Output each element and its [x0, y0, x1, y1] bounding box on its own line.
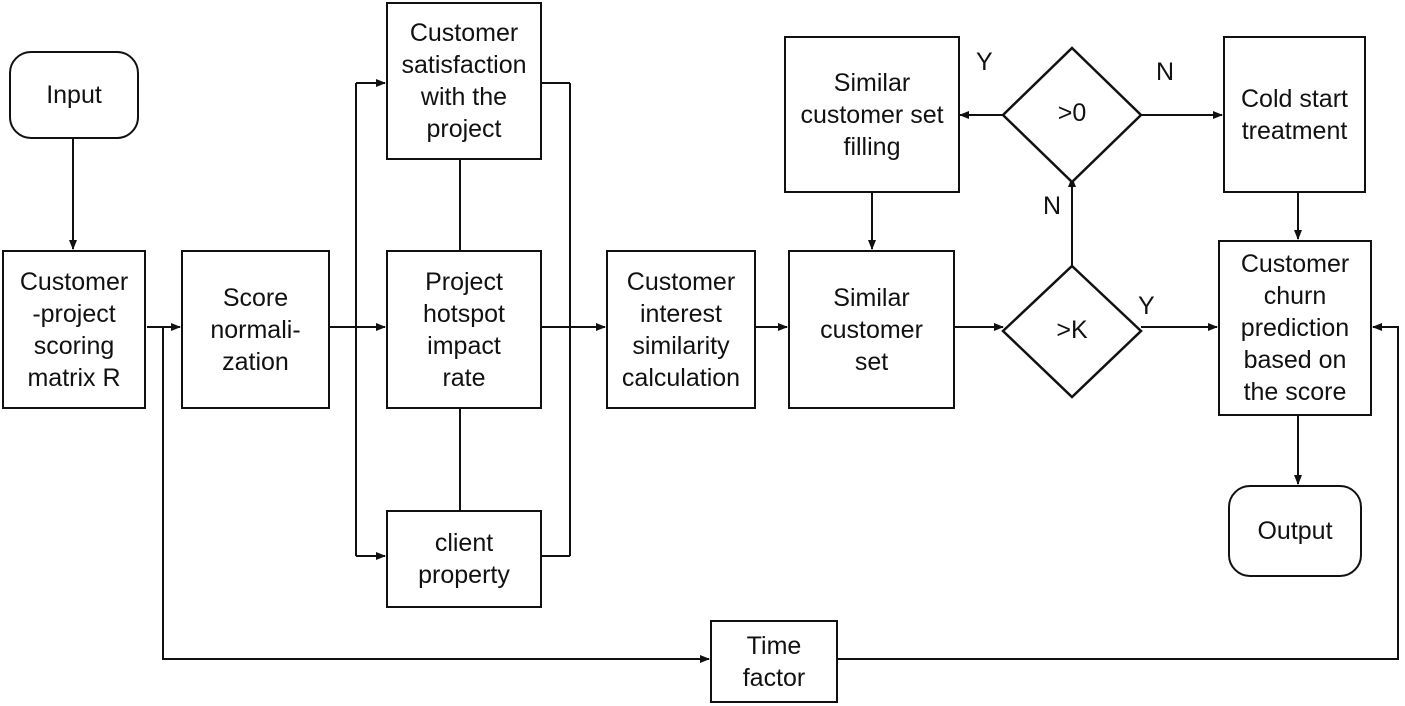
similar-customer-set-filling-node: Similar customer set filling — [784, 36, 960, 193]
edge-time-factor-to-churn — [838, 323, 1399, 660]
decision-gt-k-label: >K — [1056, 316, 1088, 344]
similar-customer-set-filling-label: Similar customer set filling — [800, 68, 944, 161]
time-factor-node: Time factor — [710, 620, 838, 703]
score-normalization-node: Score normali- zation — [181, 250, 330, 409]
project-hotspot-impact-rate-node: Project hotspot impact rate — [386, 250, 542, 409]
customer-satisfaction-label: Customer satisfaction with the project — [401, 19, 527, 143]
customer-interest-similarity-label: Customer interest similarity calculation — [621, 267, 741, 392]
customer-project-scoring-matrix-node: Customer -project scoring matrix R — [2, 250, 146, 409]
input-node-label: Input — [46, 81, 102, 109]
cold-start-treatment-node: Cold start treatment — [1223, 36, 1366, 193]
edge-label-gt-k-no: N — [1043, 192, 1062, 220]
input-node: Input — [9, 51, 139, 139]
output-node-label: Output — [1257, 517, 1333, 545]
edge-label-gt-k-yes: Y — [1138, 292, 1155, 320]
edge-label-gt-zero-no: N — [1156, 58, 1175, 86]
similar-customer-set-label: Similar customer set — [820, 283, 923, 376]
customer-churn-prediction-label: Customer churn prediction based on the s… — [1240, 250, 1350, 406]
customer-interest-similarity-node: Customer interest similarity calculation — [606, 250, 756, 409]
decision-gt-zero-diamond — [1001, 46, 1143, 184]
decision-gt-k-diamond — [1001, 264, 1143, 399]
output-node: Output — [1228, 485, 1362, 577]
time-factor-label: Time factor — [742, 631, 806, 692]
cold-start-treatment-label: Cold start treatment — [1241, 84, 1348, 145]
customer-satisfaction-node: Customer satisfaction with the project — [386, 2, 542, 160]
client-property-label: client property — [418, 529, 510, 589]
edge-matrix-to-time-factor — [162, 327, 710, 663]
customer-churn-prediction-node: Customer churn prediction based on the s… — [1218, 240, 1372, 416]
client-property-node: client property — [386, 510, 542, 608]
decision-gt-zero-label: >0 — [1057, 99, 1087, 127]
edge-label-gt-zero-yes: Y — [976, 48, 993, 76]
project-hotspot-impact-rate-label: Project hotspot impact rate — [422, 267, 505, 392]
similar-customer-set-node: Similar customer set — [788, 250, 955, 409]
customer-project-scoring-matrix-label: Customer -project scoring matrix R — [19, 267, 129, 392]
score-normalization-label: Score normali- zation — [210, 283, 301, 376]
